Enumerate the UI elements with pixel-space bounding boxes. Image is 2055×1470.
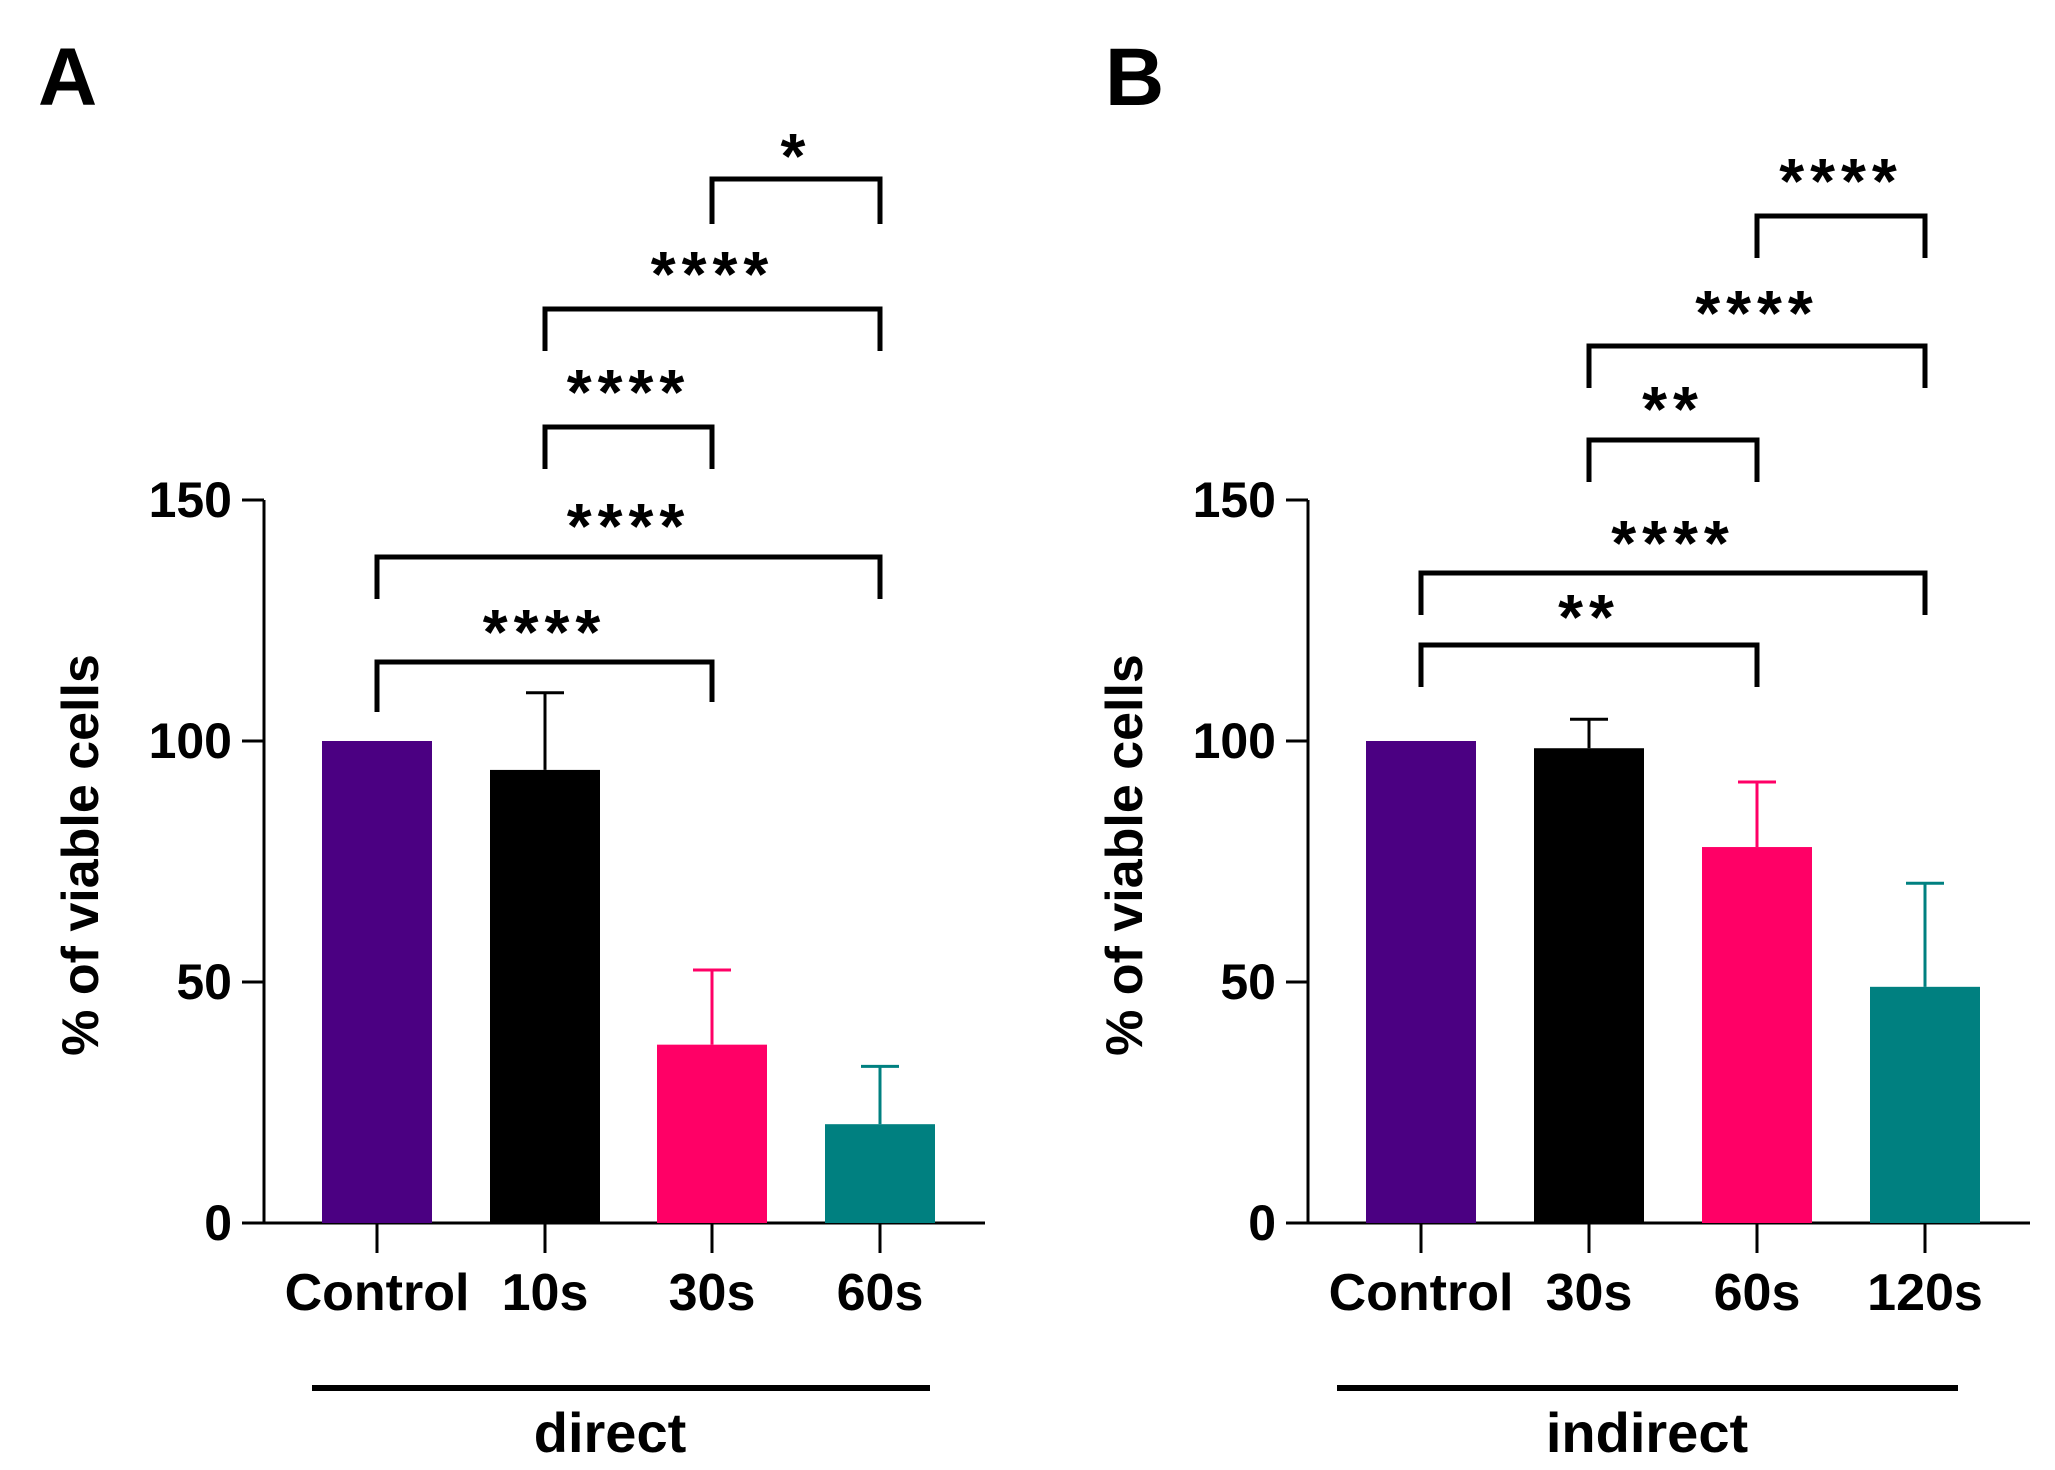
- significance-bracket: [709, 176, 883, 224]
- y-tick-label: 0: [204, 1195, 232, 1251]
- significance-label: ****: [567, 356, 691, 428]
- bar-120s: [1870, 986, 1980, 1223]
- significance-bracket: [1754, 213, 1928, 258]
- significance-bracket: [374, 659, 715, 712]
- significance-bracket: [1586, 437, 1760, 482]
- x-tick-label: Control: [1329, 1264, 1514, 1322]
- y-axis-label: % of viable cells: [52, 654, 110, 1056]
- significance-label: ****: [1695, 277, 1819, 349]
- y-tick-label: 100: [149, 713, 232, 769]
- x-tick-label: Control: [285, 1264, 470, 1322]
- bar-30s: [1534, 748, 1644, 1223]
- y-tick-label: 50: [1220, 954, 1276, 1010]
- bar-10s: [490, 769, 600, 1223]
- bar-60s: [825, 1124, 935, 1223]
- significance-bracket: [1418, 642, 1760, 687]
- significance-label: *: [781, 120, 812, 192]
- y-axis-label: % of viable cells: [1096, 654, 1154, 1056]
- bar-60s: [1702, 847, 1812, 1223]
- y-tick-label: 100: [1193, 713, 1276, 769]
- y-tick-label: 150: [1193, 472, 1276, 528]
- x-tick-label: 10s: [502, 1264, 589, 1322]
- y-tick-label: 150: [149, 472, 232, 528]
- panel-label: B: [1105, 32, 1164, 123]
- y-tick-label: 50: [176, 954, 232, 1010]
- x-tick-label: 30s: [1546, 1264, 1633, 1322]
- significance-bracket: [542, 306, 883, 351]
- significance-label: **: [1558, 581, 1620, 653]
- bar-control: [322, 741, 432, 1223]
- group-label: direct: [534, 1401, 687, 1464]
- group-label: indirect: [1546, 1401, 1748, 1464]
- significance-label: ****: [651, 238, 775, 310]
- x-tick-label: 60s: [1714, 1264, 1801, 1322]
- significance-bracket: [542, 424, 715, 469]
- x-tick-label: 30s: [669, 1264, 756, 1322]
- significance-bracket: [1586, 343, 1928, 388]
- panel-label: A: [38, 32, 97, 123]
- y-tick-label: 0: [1248, 1195, 1276, 1251]
- significance-label: ****: [1611, 507, 1735, 579]
- significance-label: ****: [483, 596, 607, 668]
- x-tick-label: 60s: [837, 1264, 924, 1322]
- significance-bracket: [1418, 570, 1928, 615]
- significance-label: **: [1642, 373, 1704, 445]
- significance-bracket: [374, 554, 883, 599]
- bar-30s: [657, 1044, 767, 1223]
- x-tick-label: 120s: [1867, 1264, 1983, 1322]
- significance-label: ****: [567, 490, 691, 562]
- significance-label: ****: [1779, 145, 1903, 217]
- bar-control: [1366, 741, 1476, 1223]
